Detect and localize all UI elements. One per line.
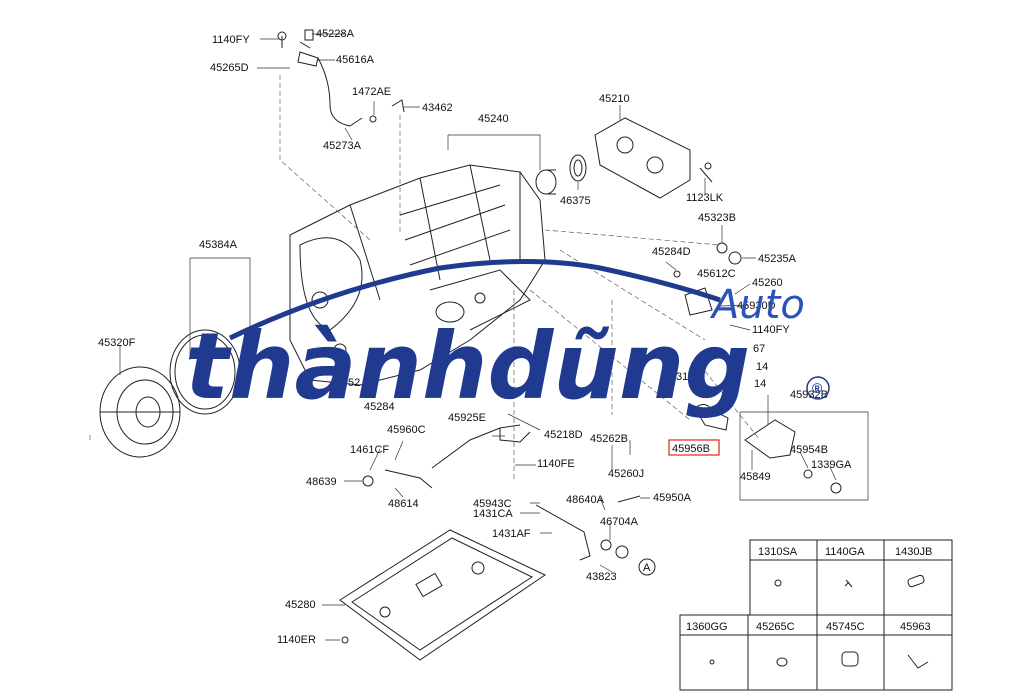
label-45616a: 45616A — [336, 54, 375, 66]
label-48639: 48639 — [306, 476, 337, 488]
label-45273a: 45273A — [323, 140, 362, 152]
label-fragment-67: 67 — [753, 343, 765, 355]
torque-converter — [99, 366, 181, 458]
watermark-brand: thànhdũng — [185, 313, 750, 420]
oil-pan — [339, 529, 547, 661]
label-45956b: 45956B — [672, 443, 710, 455]
label-45612c: 45612C — [697, 268, 736, 280]
watermark-auto: Auto — [709, 282, 805, 328]
label-45262b: 45262B — [590, 433, 628, 445]
label-46704a: 46704A — [600, 516, 639, 528]
label-1140fy-top: 1140FY — [212, 34, 250, 46]
label-43823: 43823 — [586, 571, 617, 583]
watermark: thànhdũng Auto ® — [185, 259, 830, 420]
label-45260j: 45260J — [608, 468, 644, 480]
label-45218d: 45218D — [544, 429, 583, 441]
label-fragment-31: 31 — [676, 371, 688, 383]
label-1339ga: 1339GA — [811, 459, 852, 471]
label-45284d: 45284D — [652, 246, 691, 258]
label-45320f: 45320F — [98, 337, 136, 349]
highlight-box — [668, 439, 720, 456]
label-45228a: 45228A — [316, 28, 355, 40]
bushing-part — [535, 154, 587, 195]
label-1140er: 1140ER — [277, 634, 316, 646]
label-1472ae: 1472AE — [352, 86, 391, 98]
leader-lines — [89, 33, 869, 641]
label-45235a: 45235A — [758, 253, 797, 265]
label-1461cf: 1461CF — [350, 444, 389, 456]
gasket-ring — [169, 329, 241, 415]
label-45930d: 45930D — [737, 300, 776, 312]
label-45960c: 45960C — [387, 424, 426, 436]
label-1431af: 1431AF — [492, 528, 531, 540]
label-45849: 45849 — [740, 471, 771, 483]
label-45323b: 45323B — [698, 212, 736, 224]
label-45280: 45280 — [285, 599, 316, 611]
label-45265d: 45265D — [210, 62, 249, 74]
table-cell-45963: 45963 — [900, 621, 931, 633]
table-cell-1310sa: 1310SA — [758, 546, 798, 558]
shift-linkage — [362, 242, 842, 561]
table-cell-1140ga: 1140GA — [825, 546, 865, 558]
transmission-housing — [289, 164, 546, 386]
label-fragment-14b: 14 — [754, 378, 766, 390]
label-45284: 45284 — [364, 401, 395, 413]
label-45210: 45210 — [599, 93, 630, 105]
table-cell-1360gg: 1360GG — [686, 621, 728, 633]
watermark-swoosh — [228, 259, 721, 341]
parts-table: 1310SA 1140GA 1430JB 1360GG 45265C 45745… — [679, 539, 953, 691]
label-45954b: 45954B — [790, 444, 828, 456]
label-45260: 45260 — [752, 277, 783, 289]
label-48640a: 48640A — [566, 494, 605, 506]
part-labels: 1140FY 45228A 45616A 45265D 1472AE 43462… — [98, 28, 852, 646]
callout-a-label: A — [643, 562, 651, 574]
label-46375: 46375 — [560, 195, 591, 207]
label-45950a: 45950A — [653, 492, 692, 504]
label-45943c: 45943C — [473, 498, 512, 510]
label-fragment-52: 52 — [348, 377, 360, 389]
label-1123lk: 1123LK — [686, 192, 724, 204]
watermark-registered: ® — [812, 380, 823, 396]
table-cell-1430jb: 1430JB — [895, 546, 932, 558]
breather-hose — [277, 29, 405, 127]
table-cell-45265c: 45265C — [756, 621, 795, 633]
label-45384a: 45384A — [199, 239, 238, 251]
label-1140fe: 1140FE — [537, 458, 575, 470]
table-cell-45745c: 45745C — [826, 621, 865, 633]
label-43462: 43462 — [422, 102, 453, 114]
label-1140fy-mid: 1140FY — [752, 324, 790, 336]
label-45925e: 45925E — [448, 412, 486, 424]
label-fragment-5: 5 — [360, 389, 366, 401]
label-48614: 48614 — [388, 498, 419, 510]
label-1431ca: 1431CA — [473, 508, 513, 520]
transmission-mount — [594, 117, 713, 199]
label-fragment-14a: 14 — [756, 361, 768, 373]
label-45240: 45240 — [478, 113, 509, 125]
callout-a: A — [638, 558, 656, 576]
